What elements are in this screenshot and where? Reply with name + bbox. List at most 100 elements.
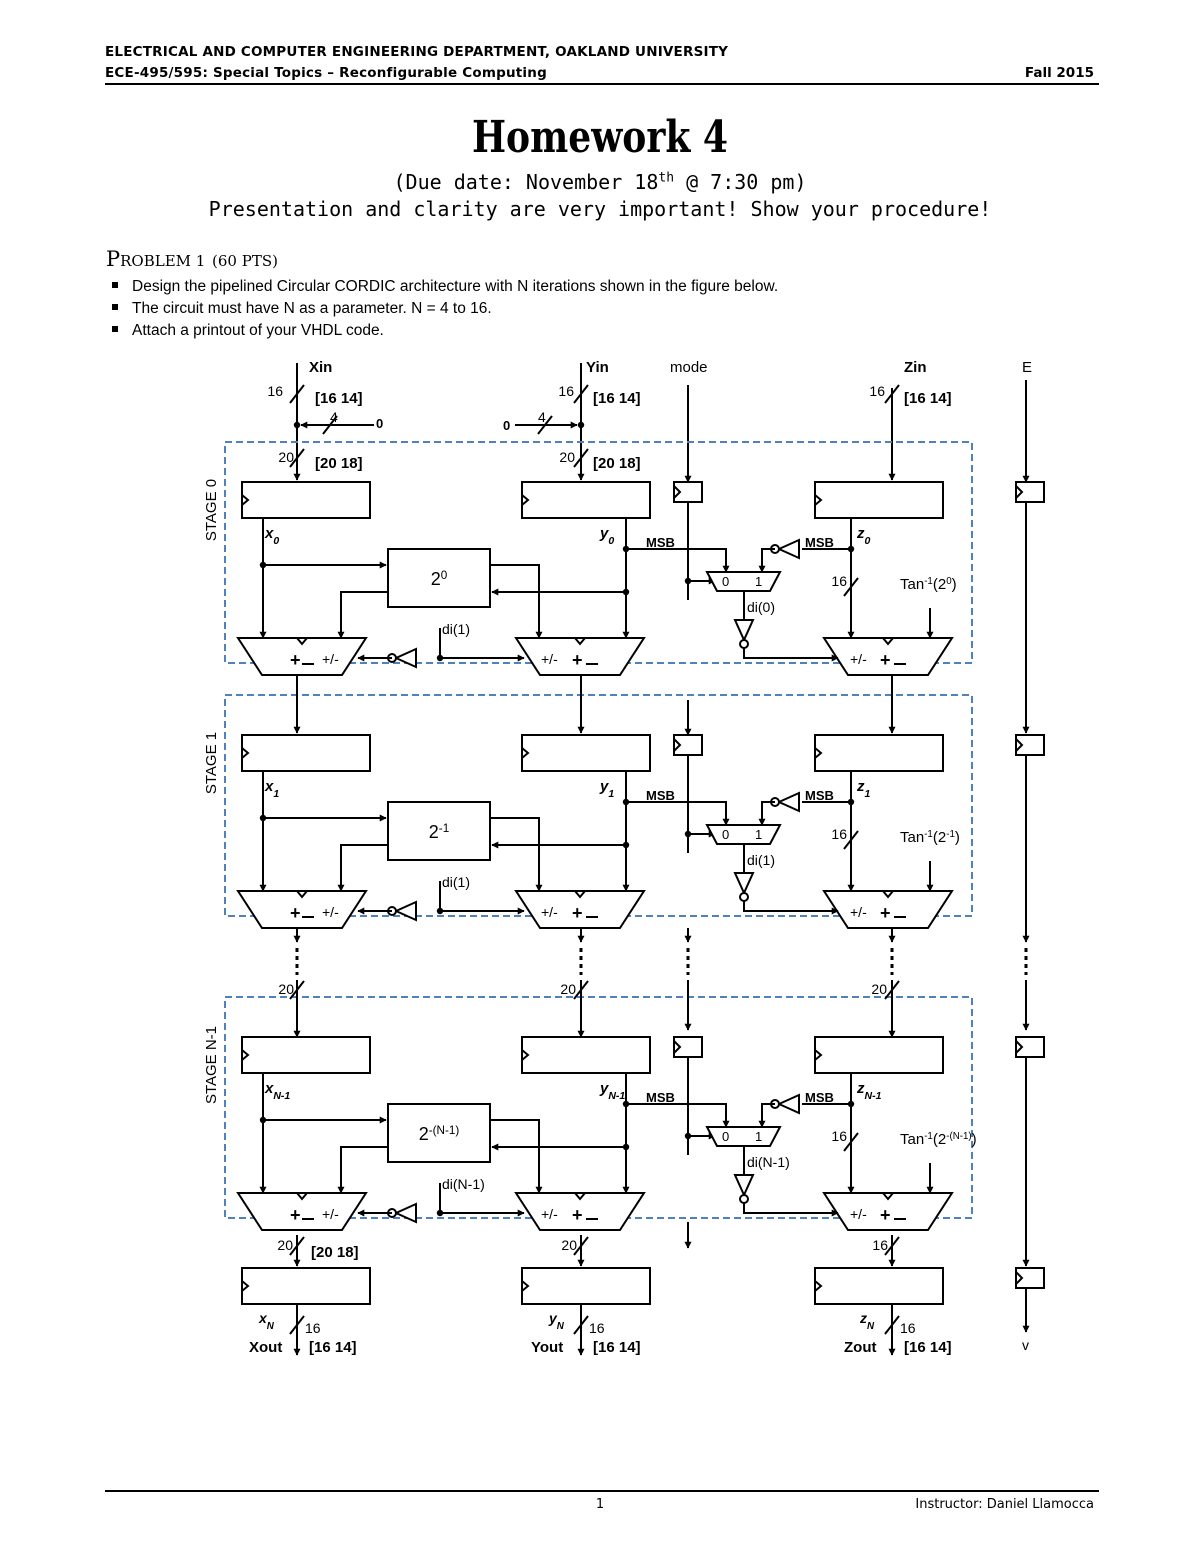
plus-sign: + — [880, 650, 891, 670]
x-register — [241, 734, 371, 772]
stage-box — [224, 694, 973, 917]
signal-path — [340, 1146, 388, 1193]
inverter-bubble — [739, 639, 749, 649]
inverter-icon — [776, 791, 800, 813]
clock-triangle-icon — [814, 1049, 823, 1061]
stage-box — [224, 996, 973, 1219]
z-signal-label: z0 — [856, 525, 871, 547]
z-signal-label: z1 — [856, 778, 871, 800]
clock-triangle-icon — [814, 1280, 823, 1292]
mux-input-label: 1 — [755, 574, 762, 589]
bus-width-label: 20 — [277, 1237, 293, 1253]
bus-width-label: 20 — [560, 981, 576, 997]
plus-sign: + — [880, 903, 891, 923]
yn-signal-label: yN — [548, 1310, 565, 1332]
clock-triangle-icon — [521, 747, 530, 759]
clock-triangle-icon — [1015, 1040, 1024, 1054]
bus-width-label: 16 — [267, 383, 283, 399]
clock-triangle-icon — [241, 1049, 250, 1061]
y-register — [521, 734, 651, 772]
di-label: di(1) — [442, 874, 470, 890]
flipflop-box — [1015, 1267, 1045, 1289]
bus-width-label: 16 — [900, 1320, 916, 1336]
msb-label: MSB — [646, 535, 675, 550]
clock-triangle-icon — [814, 747, 823, 759]
input-label-yin: Yin — [586, 359, 609, 376]
bus-width-slash — [289, 1236, 305, 1256]
mux-input-label: 0 — [722, 574, 729, 589]
bus-width-slash — [573, 1315, 589, 1335]
y-adder-subtractor — [514, 637, 646, 676]
adder-notch — [880, 890, 896, 899]
bus-width-slash — [843, 577, 859, 597]
stage-label: STAGE 1 — [203, 732, 220, 794]
di-label: di(0) — [747, 599, 775, 615]
clock-triangle-icon — [1015, 1271, 1024, 1285]
bullet-square-icon — [112, 281, 118, 288]
plus-sign: + — [880, 1205, 891, 1225]
bus-width-label: 16 — [589, 1320, 605, 1336]
adder-notch — [880, 637, 896, 646]
bus-width-slash — [573, 1236, 589, 1256]
shifter-box — [387, 801, 491, 861]
mux-box — [705, 571, 782, 592]
z-register — [814, 1036, 944, 1074]
inverter-icon — [776, 1093, 800, 1115]
signal-path — [743, 901, 838, 912]
arctan-constant-label: Tan-1(2-1) — [900, 829, 960, 847]
y-adder-subtractor — [514, 1192, 646, 1231]
bullet-square-icon — [112, 303, 118, 310]
flipflop-box — [673, 1036, 703, 1058]
bus-width-slash — [289, 980, 305, 1000]
signal-path — [340, 591, 388, 638]
signal-path — [490, 817, 540, 891]
output-label-zout: Zout — [844, 1339, 876, 1356]
addsub-label: +/- — [541, 651, 558, 667]
shifter-label: 2-1 — [429, 822, 449, 843]
di-label: di(1) — [747, 852, 775, 868]
adder-notch — [880, 1192, 896, 1201]
bus-width-slash — [884, 1315, 900, 1335]
addsub-label: +/- — [322, 904, 339, 920]
msb-label: MSB — [805, 535, 834, 550]
x-adder-subtractor — [236, 1192, 368, 1231]
flipflop-box — [673, 734, 703, 756]
bullet-text: Design the pipelined Circular CORDIC arc… — [132, 278, 779, 295]
y-output-register — [521, 1267, 651, 1305]
adder-notch — [294, 890, 310, 899]
signal-path — [490, 1119, 540, 1193]
signal-path — [708, 548, 727, 572]
shifter-label: 2-(N-1) — [419, 1124, 460, 1145]
z-register — [814, 734, 944, 772]
y-register — [521, 481, 651, 519]
format-label: [20 18] — [311, 1244, 359, 1261]
bus-width-slash — [884, 980, 900, 1000]
bullet-square-icon — [112, 325, 118, 332]
x-register — [241, 1036, 371, 1074]
msb-label: MSB — [646, 1090, 675, 1105]
input-label-e: E — [1022, 359, 1032, 376]
z-output-register — [814, 1267, 944, 1305]
output-label-xout: Xout — [249, 1339, 282, 1356]
page-number: 1 — [595, 1497, 605, 1512]
z-register — [814, 481, 944, 519]
addsub-label: +/- — [850, 1206, 867, 1222]
format-label: [16 14] — [315, 390, 363, 407]
inverter-icon — [733, 1174, 755, 1198]
signal-path — [490, 564, 540, 638]
shifter-label: 20 — [431, 569, 448, 590]
x-output-register — [241, 1267, 371, 1305]
format-label: [20 18] — [315, 455, 363, 472]
bus-width-slash — [884, 384, 900, 404]
bus-width-label: 20 — [559, 449, 575, 465]
problem-rest: ROBLEM 1 — [120, 252, 206, 270]
addsub-label: +/- — [850, 904, 867, 920]
bus-width-label: 4 — [330, 409, 338, 425]
z-adder-subtractor — [822, 637, 954, 676]
bus-width-label: 20 — [871, 981, 887, 997]
mux-input-label: 0 — [722, 827, 729, 842]
bus-width-slash — [573, 384, 589, 404]
header-course: ECE-495/595: Special Topics – Reconfigur… — [105, 65, 547, 81]
di-label: di(N-1) — [747, 1154, 790, 1170]
